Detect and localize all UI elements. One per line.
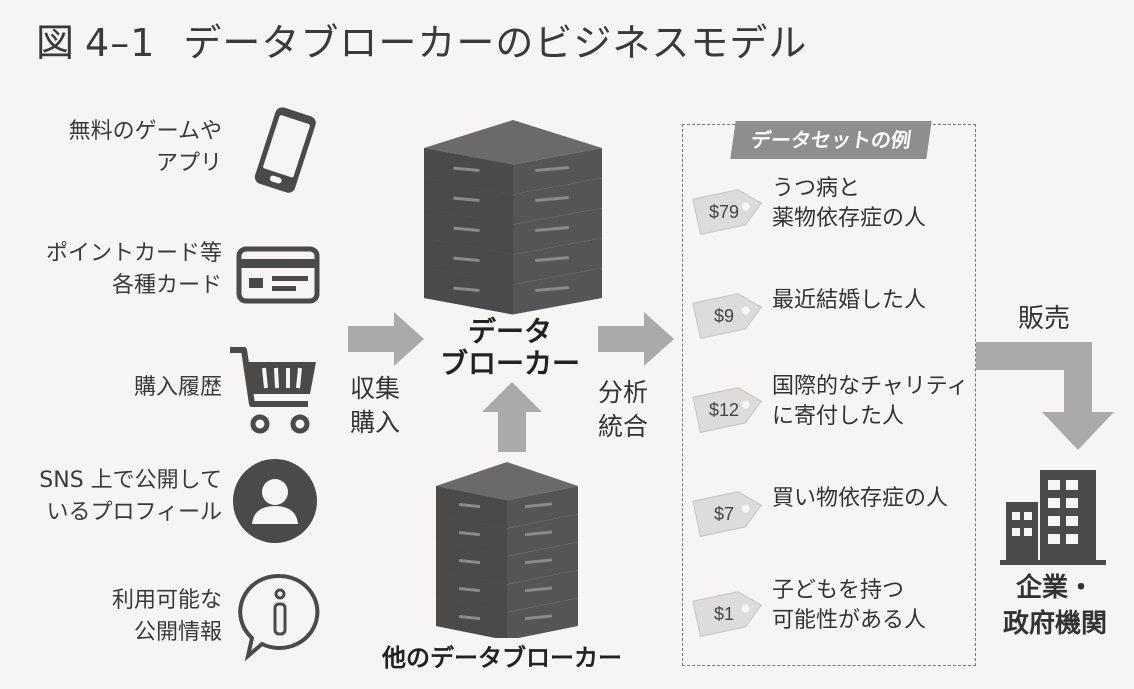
user-profile-icon — [233, 459, 317, 543]
dataset-header: データセットの例 — [730, 121, 932, 159]
source-label-cards: ポイントカード等 各種カード — [45, 241, 222, 298]
collect-arrow-icon — [348, 312, 424, 366]
dataset-item-desc: 最近結婚した人 — [772, 288, 927, 313]
price-tag-icon: $12 — [692, 387, 763, 434]
price-text: $12 — [709, 400, 739, 420]
source-label-purchase-history: 購入履歴 — [133, 375, 222, 400]
sell-arrow-icon — [976, 342, 1114, 450]
data-broker-server-icon — [424, 120, 602, 315]
figure-title-text: データブローカーのビジネスモデル — [183, 21, 808, 65]
dataset-item-desc: 国際的なチャリティ に寄付した人 — [772, 374, 969, 429]
price-text: $1 — [714, 604, 734, 624]
price-text: $79 — [709, 202, 739, 222]
analyze-arrow-icon — [598, 312, 674, 366]
upload-arrow-icon — [482, 382, 542, 452]
org-label: 企業・ 政府機関 — [1002, 573, 1107, 639]
dataset-item-desc: 子どもを持つ 可能性がある人 — [772, 578, 927, 633]
analyze-label: 分析 統合 — [598, 378, 649, 441]
figure-prefix: 図 — [36, 21, 76, 65]
source-label-public-info: 利用可能な 公開情報 — [111, 588, 222, 645]
source-label-apps: 無料のゲームや アプリ — [68, 119, 222, 176]
other-broker-server-icon — [436, 462, 578, 638]
data-broker-label: データ ブローカー — [439, 315, 580, 380]
other-broker-label: 他のデータブローカー — [382, 644, 622, 672]
dataset-item-desc: うつ病と 薬物依存症の人 — [772, 176, 927, 231]
figure-number: 4–1 — [85, 21, 156, 65]
price-text: $9 — [714, 306, 734, 326]
source-label-sns-profile: SNS 上で公開して いるプロフィール — [39, 468, 222, 525]
collect-label: 収集 購入 — [350, 374, 401, 437]
price-tag-icon: $7 — [692, 491, 763, 538]
smartphone-icon — [254, 107, 316, 193]
price-tag-icon: $9 — [692, 293, 763, 340]
sell-label: 販売 — [1018, 304, 1071, 334]
building-icon — [1000, 470, 1106, 565]
price-tag-icon: $1 — [692, 591, 763, 638]
price-text: $7 — [714, 504, 734, 524]
shopping-cart-icon — [230, 347, 316, 434]
card-icon — [236, 246, 320, 304]
info-bubble-icon — [238, 573, 320, 662]
price-tag-icon: $79 — [692, 189, 763, 236]
dataset-item-desc: 買い物依存症の人 — [772, 486, 949, 511]
